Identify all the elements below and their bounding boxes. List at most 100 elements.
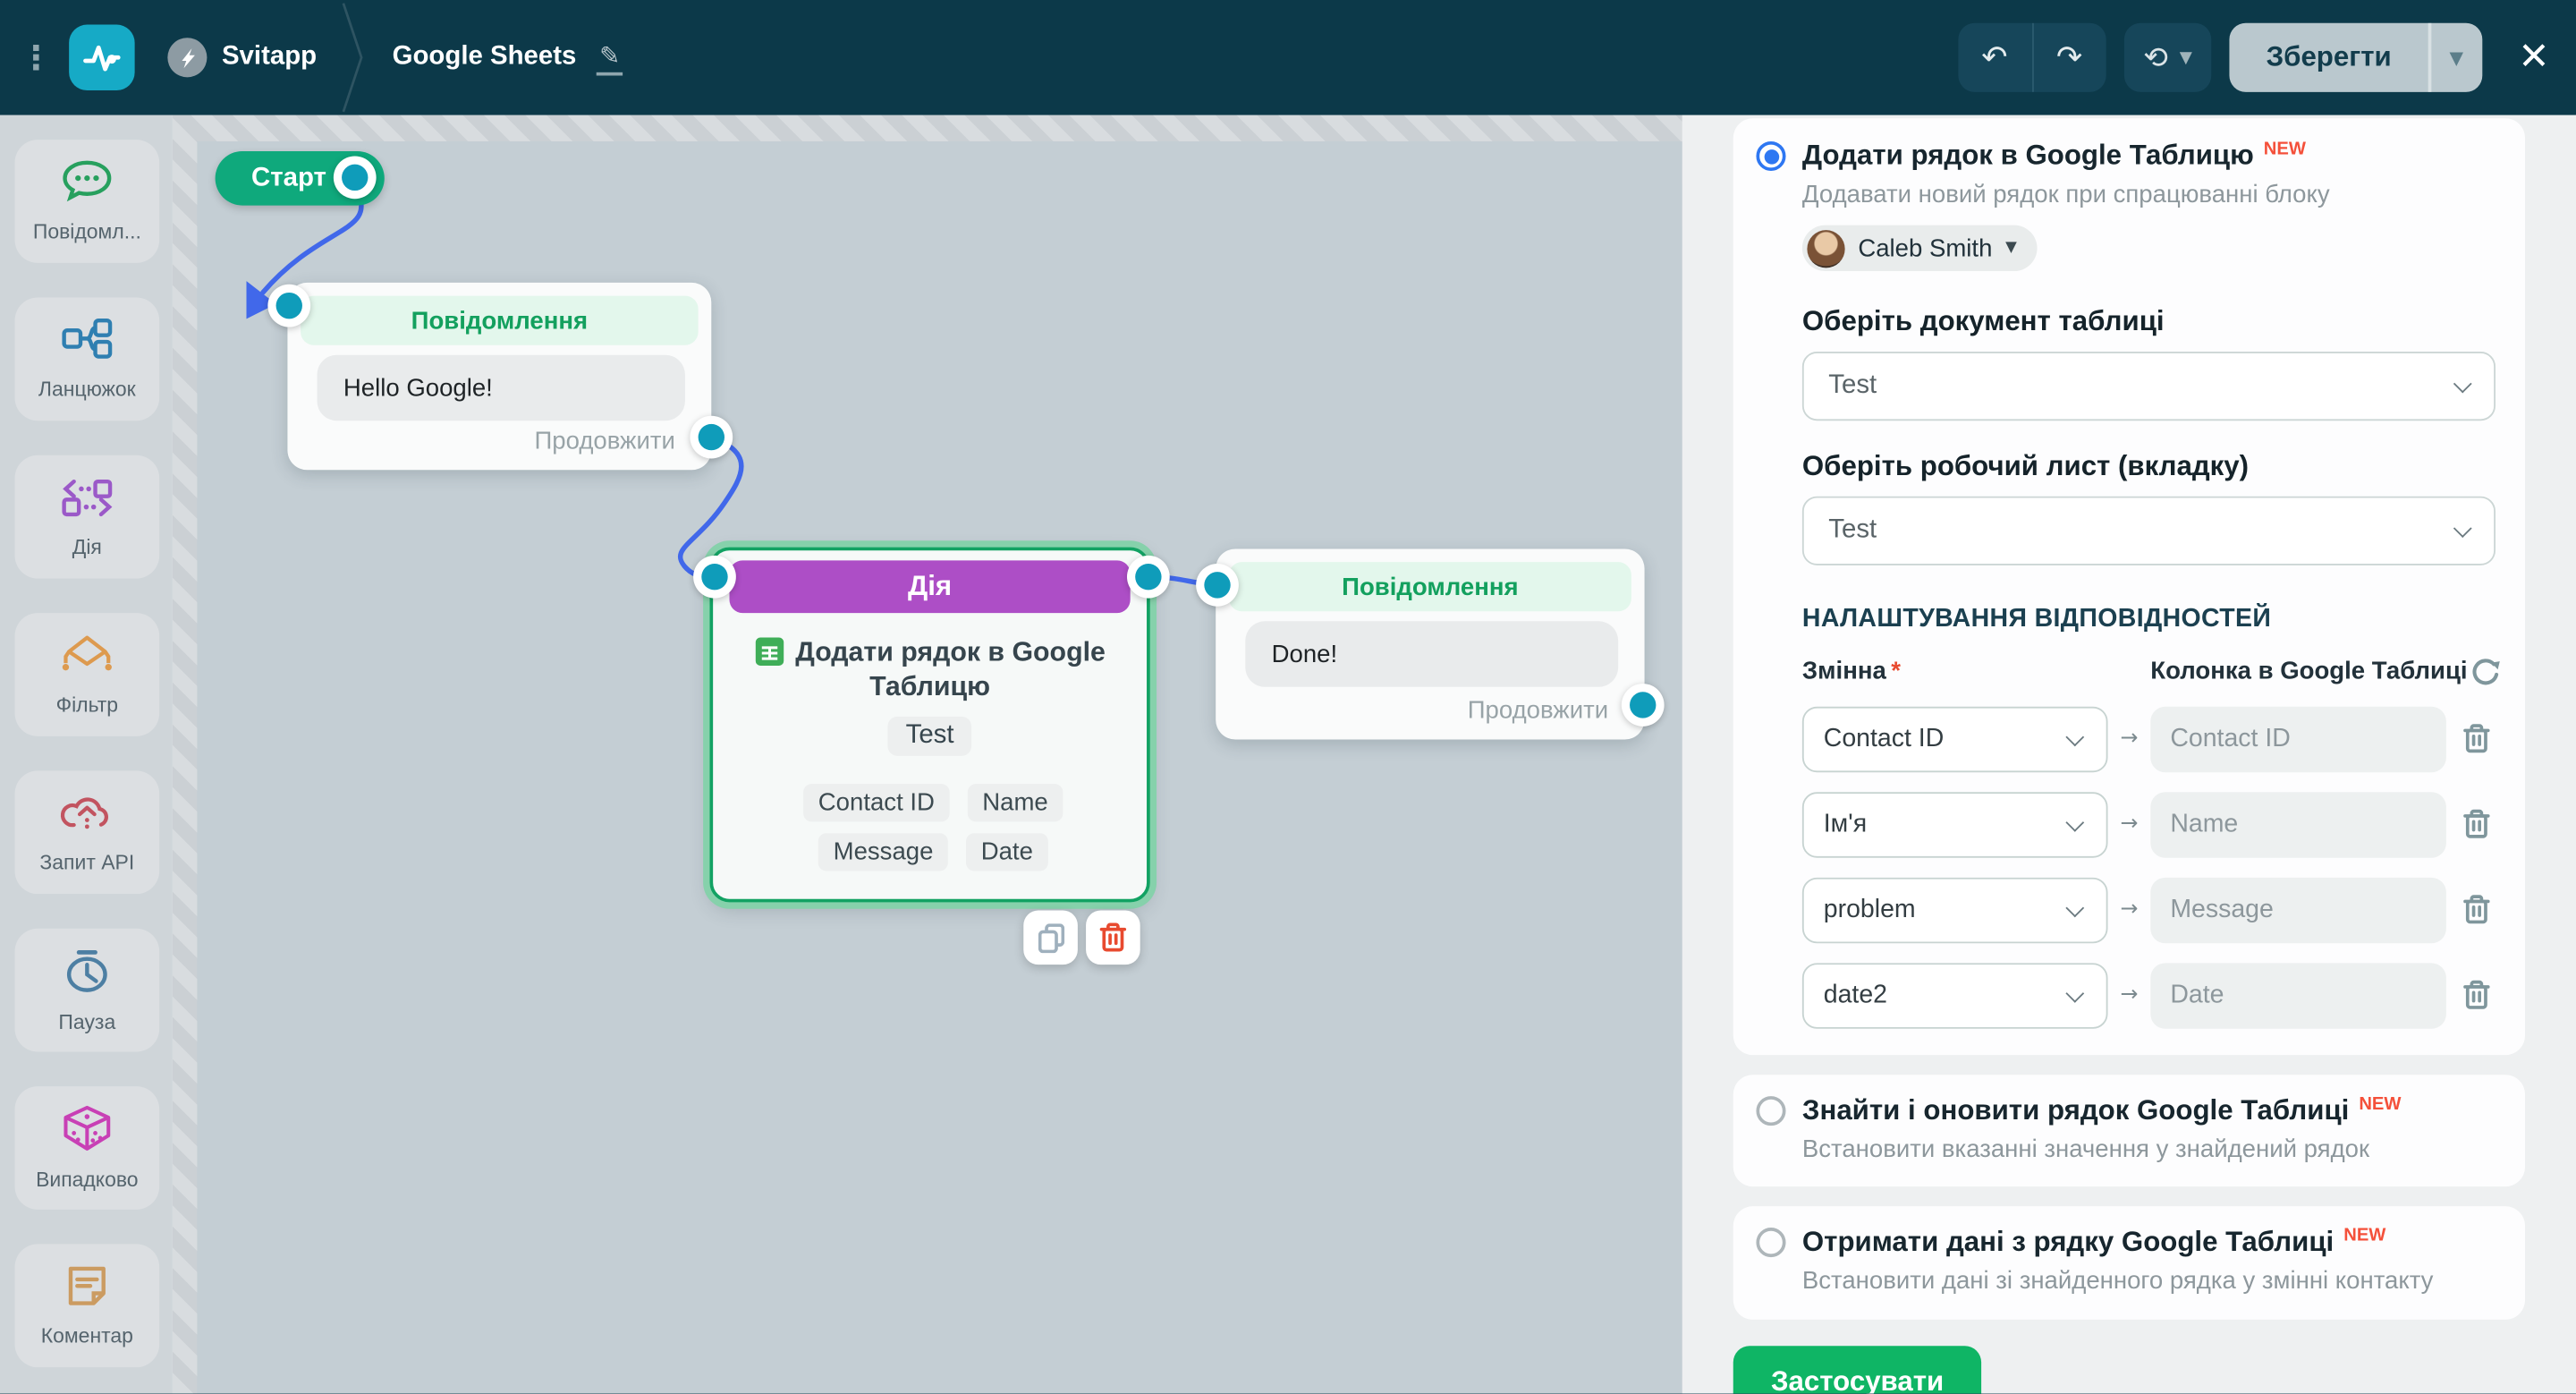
undo-redo-group: ↶ ↷: [1957, 22, 2106, 92]
node-message-1[interactable]: Повідомлення Hello Google! Продовжити: [287, 282, 712, 471]
refresh-columns-icon[interactable]: [2470, 656, 2503, 695]
column-input[interactable]: Contact ID: [2150, 706, 2446, 772]
arrow-right-icon: →: [2120, 727, 2139, 752]
action-code-icon: [59, 475, 114, 528]
sidebar-item-chain[interactable]: Ланцюжок: [14, 297, 160, 421]
action-columns: Contact ID Name Message Date: [752, 784, 1114, 871]
arrow-right-icon: →: [2120, 812, 2139, 837]
sidebar-item-api-request[interactable]: Запит API: [14, 770, 160, 895]
port-message2-output[interactable]: [1621, 684, 1665, 727]
option-description: Встановити дані зі знайденного рядка у з…: [1801, 1267, 2434, 1296]
undo-button[interactable]: ↶: [1981, 39, 2008, 76]
node-type-header: Повідомлення: [1228, 562, 1631, 612]
node-toolbar: [1023, 910, 1140, 965]
sheet-select-value: Test: [1828, 515, 1877, 544]
delete-mapping-button[interactable]: [2456, 980, 2496, 1011]
start-node-label: Старт: [251, 163, 326, 191]
action-document-chip: Test: [887, 716, 972, 756]
message-text-box: Done!: [1245, 621, 1619, 687]
chevron-down-icon: [2453, 518, 2472, 538]
sidebar-item-comment[interactable]: Коментар: [14, 1244, 160, 1368]
sidebar-item-pause[interactable]: Пауза: [14, 928, 160, 1052]
menu-dots-icon[interactable]: ⋮: [20, 38, 53, 78]
sidebar-item-label: Випадково: [36, 1168, 139, 1192]
chevron-down-icon: [2453, 374, 2472, 394]
comment-note-icon: [63, 1263, 112, 1316]
google-sheets-icon: [756, 637, 784, 666]
history-icon: ⟲: [2143, 39, 2168, 75]
flow-canvas[interactable]: Старт Повідомлення Hello Google! Продовж…: [197, 140, 1682, 1394]
delete-mapping-button[interactable]: [2456, 724, 2496, 755]
option-description: Додавати новий рядок при спрацюванні бло…: [1801, 181, 2330, 209]
sidebar-item-action[interactable]: Дія: [14, 455, 160, 579]
delete-node-button[interactable]: [1086, 910, 1140, 965]
radio-add-row[interactable]: [1756, 140, 1786, 172]
variable-column-header: Змінна*: [1801, 657, 1902, 685]
action-node-title: Додати рядок в Google Таблицю: [733, 636, 1127, 707]
document-select-label: Оберіть документ таблиці: [1801, 305, 2165, 337]
top-bar-right: ↶ ↷ ⟲ ▼ Зберегти ▼ ✕: [1957, 22, 2576, 92]
breadcrumb-separator: [342, 3, 363, 113]
duplicate-node-button[interactable]: [1023, 910, 1078, 965]
sidebar-item-message[interactable]: Повідомл...: [14, 140, 160, 263]
edit-title-icon[interactable]: ✎: [596, 40, 623, 75]
block-sidebar: Повідомл... Ланцюжок Дія Фільтр Запит AP…: [0, 115, 173, 1394]
chain-flow-icon: [61, 317, 114, 370]
port-action-input[interactable]: [693, 555, 736, 599]
sidebar-item-label: Фільтр: [55, 693, 119, 717]
node-action-selected[interactable]: Дія Додати рядок в Google Таблицю Test C…: [709, 547, 1150, 903]
column-input[interactable]: Message: [2150, 877, 2446, 943]
chevron-down-icon: [2065, 812, 2085, 832]
sidebar-item-label: Пауза: [58, 1010, 116, 1034]
sheet-select-label: Оберіть робочий лист (вкладку): [1801, 449, 2250, 481]
arrow-right-icon: →: [2120, 897, 2139, 923]
variable-select[interactable]: Contact ID: [1801, 706, 2108, 772]
sidebar-item-filter[interactable]: Фільтр: [14, 613, 160, 736]
port-message2-input[interactable]: [1196, 563, 1239, 607]
option-settings: Caleb Smith ▼ Оберіть документ таблиці T…: [1801, 213, 2500, 1029]
messenger-icon: [167, 38, 208, 78]
port-message1-output[interactable]: [690, 415, 733, 459]
account-name: Caleb Smith: [1858, 234, 1993, 263]
sidebar-item-random[interactable]: Випадково: [14, 1086, 160, 1210]
sidebar-item-label: Коментар: [40, 1324, 133, 1348]
message-text-box: Hello Google!: [317, 354, 685, 421]
port-message1-input[interactable]: [267, 284, 311, 327]
radio-get-data[interactable]: [1756, 1228, 1786, 1258]
chevron-down-icon: ▼: [2005, 240, 2017, 258]
filter-diamond-icon: [61, 633, 114, 685]
save-button[interactable]: Зберегти: [2266, 40, 2392, 72]
port-action-output[interactable]: [1126, 555, 1170, 599]
account-selector[interactable]: Caleb Smith ▼: [1801, 225, 2037, 272]
node-message-2[interactable]: Повідомлення Done! Продовжити: [1216, 548, 1645, 740]
variable-select[interactable]: problem: [1801, 877, 2108, 943]
app-logo[interactable]: [69, 24, 135, 91]
close-icon[interactable]: ✕: [2518, 36, 2550, 80]
mapping-row: Ім'я → Name: [1801, 792, 2496, 858]
sidebar-item-label: Запит API: [39, 851, 135, 875]
document-select[interactable]: Test: [1801, 351, 2496, 421]
account-avatar: [1807, 229, 1845, 268]
top-bar-left: ⋮ Svitapp Google Sheets ✎: [0, 0, 623, 115]
delete-mapping-button[interactable]: [2456, 809, 2496, 840]
variable-select[interactable]: Ім'я: [1801, 792, 2108, 858]
delete-mapping-button[interactable]: [2456, 895, 2496, 926]
save-options-caret[interactable]: ▼: [2428, 22, 2482, 92]
sheet-select[interactable]: Test: [1801, 496, 2496, 565]
column-input[interactable]: Date: [2150, 963, 2446, 1029]
column-input[interactable]: Name: [2150, 792, 2446, 858]
mapping-row: Contact ID → Contact ID: [1801, 706, 2496, 772]
apply-button[interactable]: Застосувати: [1733, 1345, 1982, 1394]
radio-find-update[interactable]: [1756, 1095, 1786, 1126]
variable-select[interactable]: date2: [1801, 963, 2108, 1029]
pause-clock-icon: [63, 947, 112, 1002]
copy-icon: [1037, 922, 1064, 953]
port-start-output[interactable]: [333, 156, 377, 200]
history-button[interactable]: ⟲ ▼: [2123, 22, 2212, 92]
redo-button[interactable]: ↷: [2031, 22, 2106, 92]
